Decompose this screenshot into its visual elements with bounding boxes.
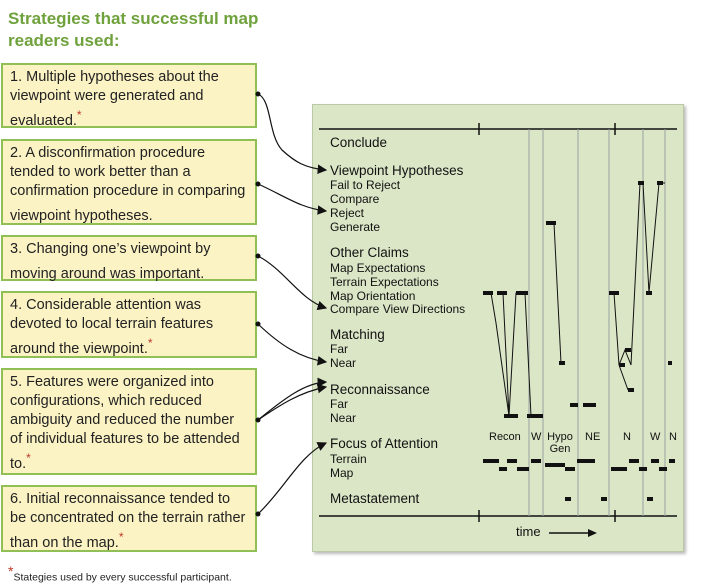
strategy-box-2: 2. A disconfirmation procedure tended to… — [1, 139, 257, 225]
category-viewpoint: Viewpoint Hypotheses — [330, 163, 464, 178]
strategy-star-1: * — [76, 108, 82, 122]
strategy-star-6: * — [118, 530, 124, 544]
time-axis-label: time — [516, 524, 541, 539]
label-matching-near: Near — [330, 356, 357, 370]
category-matching: Matching — [330, 327, 385, 342]
label-map: Map — [330, 466, 354, 480]
strategy-text-6: 6. Initial reconnaissance tended to be c… — [10, 491, 246, 551]
strategy-text-3: 3. Changing one’s viewpoint by moving ar… — [10, 241, 211, 282]
footnote: *Stategies used by every successful part… — [8, 563, 232, 584]
category-metastatement: Metastatement — [330, 491, 420, 506]
strategy-text-4: 4. Considerable attention was devoted to… — [10, 297, 214, 357]
connector-5b — [257, 377, 328, 421]
segment-hypo-gen: Hypo Gen — [543, 431, 577, 455]
protocol-chart-panel: Conclude Viewpoint Hypotheses Fail to Re… — [312, 104, 684, 552]
strategy-star-5: * — [26, 451, 31, 465]
segment-hypo-gen-label: Hypo Gen — [547, 431, 573, 455]
segment-recon: Recon — [489, 431, 521, 443]
strategy-text-2: 2. A disconfirmation procedure tended to… — [10, 145, 246, 224]
connector-6 — [257, 442, 328, 515]
segment-w-2: W — [650, 431, 661, 443]
footnote-star: * — [8, 563, 14, 579]
category-focus-of-attention: Focus of Attention — [330, 436, 439, 451]
label-fail-to-reject: Fail to Reject — [330, 178, 401, 192]
segment-n-2: N — [669, 431, 677, 443]
label-recon-near: Near — [330, 411, 357, 425]
category-conclude: Conclude — [330, 135, 388, 150]
protocol-chart — [319, 123, 677, 537]
segment-w-1: W — [531, 431, 542, 443]
connector-4 — [257, 323, 328, 366]
strategy-box-1: 1. Multiple hypotheses about the viewpoi… — [1, 63, 257, 129]
label-map-orientation: Map Orientation — [330, 289, 416, 303]
strategy-box-3: 3. Changing one’s viewpoint by moving ar… — [1, 235, 257, 282]
label-compare-view-directions: Compare View Directions — [330, 302, 466, 316]
strategy-box-4: 4. Considerable attention was devoted to… — [1, 291, 257, 358]
connector-5a — [257, 383, 328, 421]
label-matching-far: Far — [330, 342, 348, 356]
label-terrain: Terrain — [330, 452, 367, 466]
connector-1 — [257, 93, 328, 174]
label-map-expectations: Map Expectations — [330, 261, 426, 275]
label-reject: Reject — [330, 206, 365, 220]
footnote-text: Stategies used by every successful parti… — [13, 571, 232, 584]
label-terrain-expectations: Terrain Expectations — [330, 275, 439, 289]
label-compare: Compare — [330, 192, 380, 206]
category-other-claims: Other Claims — [330, 245, 409, 260]
strategy-star-4: * — [147, 336, 153, 350]
strategy-text-5: 5. Features were organized into configur… — [10, 374, 240, 472]
connector-3 — [257, 255, 328, 311]
strategy-text-1: 1. Multiple hypotheses about the viewpoi… — [10, 69, 219, 129]
strategy-box-6: 6. Initial reconnaissance tended to be c… — [1, 485, 257, 552]
label-recon-far: Far — [330, 397, 348, 411]
label-generate: Generate — [330, 220, 381, 234]
category-reconnaissance: Reconnaissance — [330, 382, 430, 397]
strategies-title: Strategies that successful map readers u… — [8, 9, 259, 50]
segment-n-1: N — [623, 431, 631, 443]
segment-ne: NE — [585, 431, 601, 443]
connector-2 — [257, 183, 328, 215]
